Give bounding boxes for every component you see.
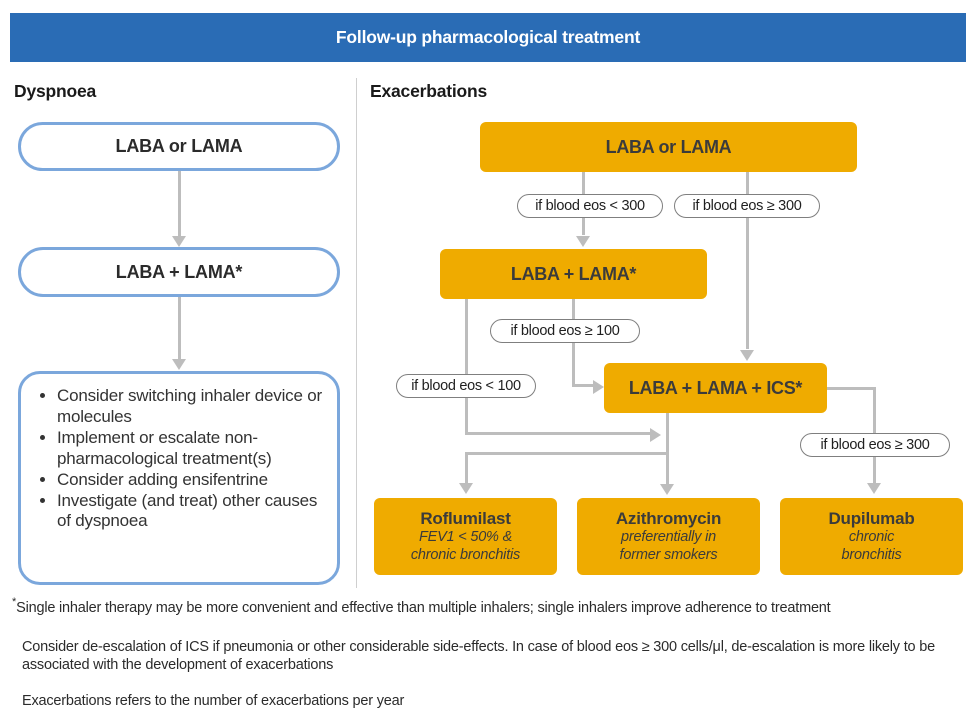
footnote-ics-deescalation: Consider de-escalation of ICS if pneumon… — [22, 639, 935, 674]
exac-box-mid-label: LABA + LAMA* — [510, 263, 637, 284]
exac-box-laba-lama: LABA + LAMA* — [440, 249, 707, 299]
outcome-subtitle: chronic — [848, 529, 895, 546]
arrow-right-icon — [592, 380, 604, 394]
outcome-subtitle: bronchitis — [841, 546, 902, 563]
condition-pill-eos-ge-300-dupilumab: if blood eos ≥ 300 — [800, 433, 950, 457]
section-title-exacerbations: Exacerbations — [370, 81, 488, 101]
arrow-down-icon — [576, 236, 590, 247]
outcome-box-azithromycin: Azithromycin preferentially in former sm… — [577, 498, 760, 575]
arrow-down-icon — [172, 236, 186, 247]
condition-pill-eos-ge-300: if blood eos ≥ 300 — [674, 194, 820, 218]
dyspnoea-actions-box: Consider switching inhaler device or mol… — [18, 371, 340, 585]
list-item: Consider adding ensifentrine — [57, 470, 327, 491]
dyspnoea-box-laba-or-lama: LABA or LAMA — [18, 122, 340, 171]
outcome-subtitle: former smokers — [619, 546, 718, 563]
arrow-down-icon — [867, 483, 881, 494]
arrow-down-icon — [172, 359, 186, 370]
dyspnoea-box2-label: LABA + LAMA* — [115, 261, 243, 282]
footnote-single-inhaler: *Single inhaler therapy may be more conv… — [12, 596, 964, 617]
arrow-down-icon — [660, 484, 674, 495]
connector-line — [745, 172, 749, 349]
dyspnoea-box1-label: LABA or LAMA — [115, 136, 243, 156]
connector-line — [665, 413, 669, 485]
outcome-title: Dupilumab — [828, 509, 915, 529]
connector-line — [177, 297, 181, 359]
condition-pill-eos-lt-100: if blood eos < 100 — [396, 374, 536, 398]
list-item: Investigate (and treat) other causes of … — [57, 491, 327, 533]
outcome-title: Azithromycin — [615, 509, 722, 529]
exac-box-ics-label: LABA + LAMA + ICS* — [628, 377, 803, 398]
exac-box-top-label: LABA or LAMA — [605, 136, 732, 157]
connector-line — [464, 299, 468, 435]
page-title: Follow-up pharmacological treatment — [335, 27, 641, 47]
footnote-exacerbations-definition: Exacerbations refers to the number of ex… — [22, 693, 405, 709]
condition-pill-eos-ge-100: if blood eos ≥ 100 — [490, 319, 640, 343]
outcome-subtitle: FEV1 < 50% & — [418, 529, 513, 546]
section-title-dyspnoea: Dyspnoea — [14, 81, 97, 101]
connector-line — [464, 452, 468, 484]
connector-line — [464, 452, 669, 455]
connector-line — [571, 384, 594, 387]
connector-line — [177, 171, 181, 236]
dyspnoea-actions-list: Consider switching inhaler device or mol… — [35, 386, 327, 532]
arrow-right-icon — [650, 428, 661, 442]
arrow-down-icon — [740, 350, 754, 361]
connector-line — [827, 387, 875, 390]
asterisk-marker: * — [12, 596, 17, 608]
arrow-down-icon — [459, 483, 473, 494]
outcome-box-roflumilast: Roflumilast FEV1 < 50% & chronic bronchi… — [374, 498, 557, 575]
connector-line — [464, 432, 651, 435]
exac-box-laba-lama-ics: LABA + LAMA + ICS* — [604, 363, 827, 413]
outcome-box-dupilumab: Dupilumab chronic bronchitis — [780, 498, 963, 575]
header-bar: Follow-up pharmacological treatment — [10, 13, 966, 62]
connector-line — [571, 299, 575, 387]
list-item: Consider switching inhaler device or mol… — [57, 386, 327, 428]
outcome-subtitle: preferentially in — [621, 529, 716, 546]
outcome-title: Roflumilast — [420, 509, 511, 529]
footnote-text: Single inhaler therapy may be more conve… — [16, 600, 831, 616]
outcome-subtitle: chronic bronchitis — [410, 546, 521, 563]
exac-box-laba-or-lama: LABA or LAMA — [480, 122, 857, 172]
list-item: Implement or escalate non-pharmacologica… — [57, 428, 327, 470]
condition-pill-eos-lt-300: if blood eos < 300 — [517, 194, 663, 218]
section-divider — [356, 78, 357, 588]
dyspnoea-box-laba-lama: LABA + LAMA* — [18, 247, 340, 297]
